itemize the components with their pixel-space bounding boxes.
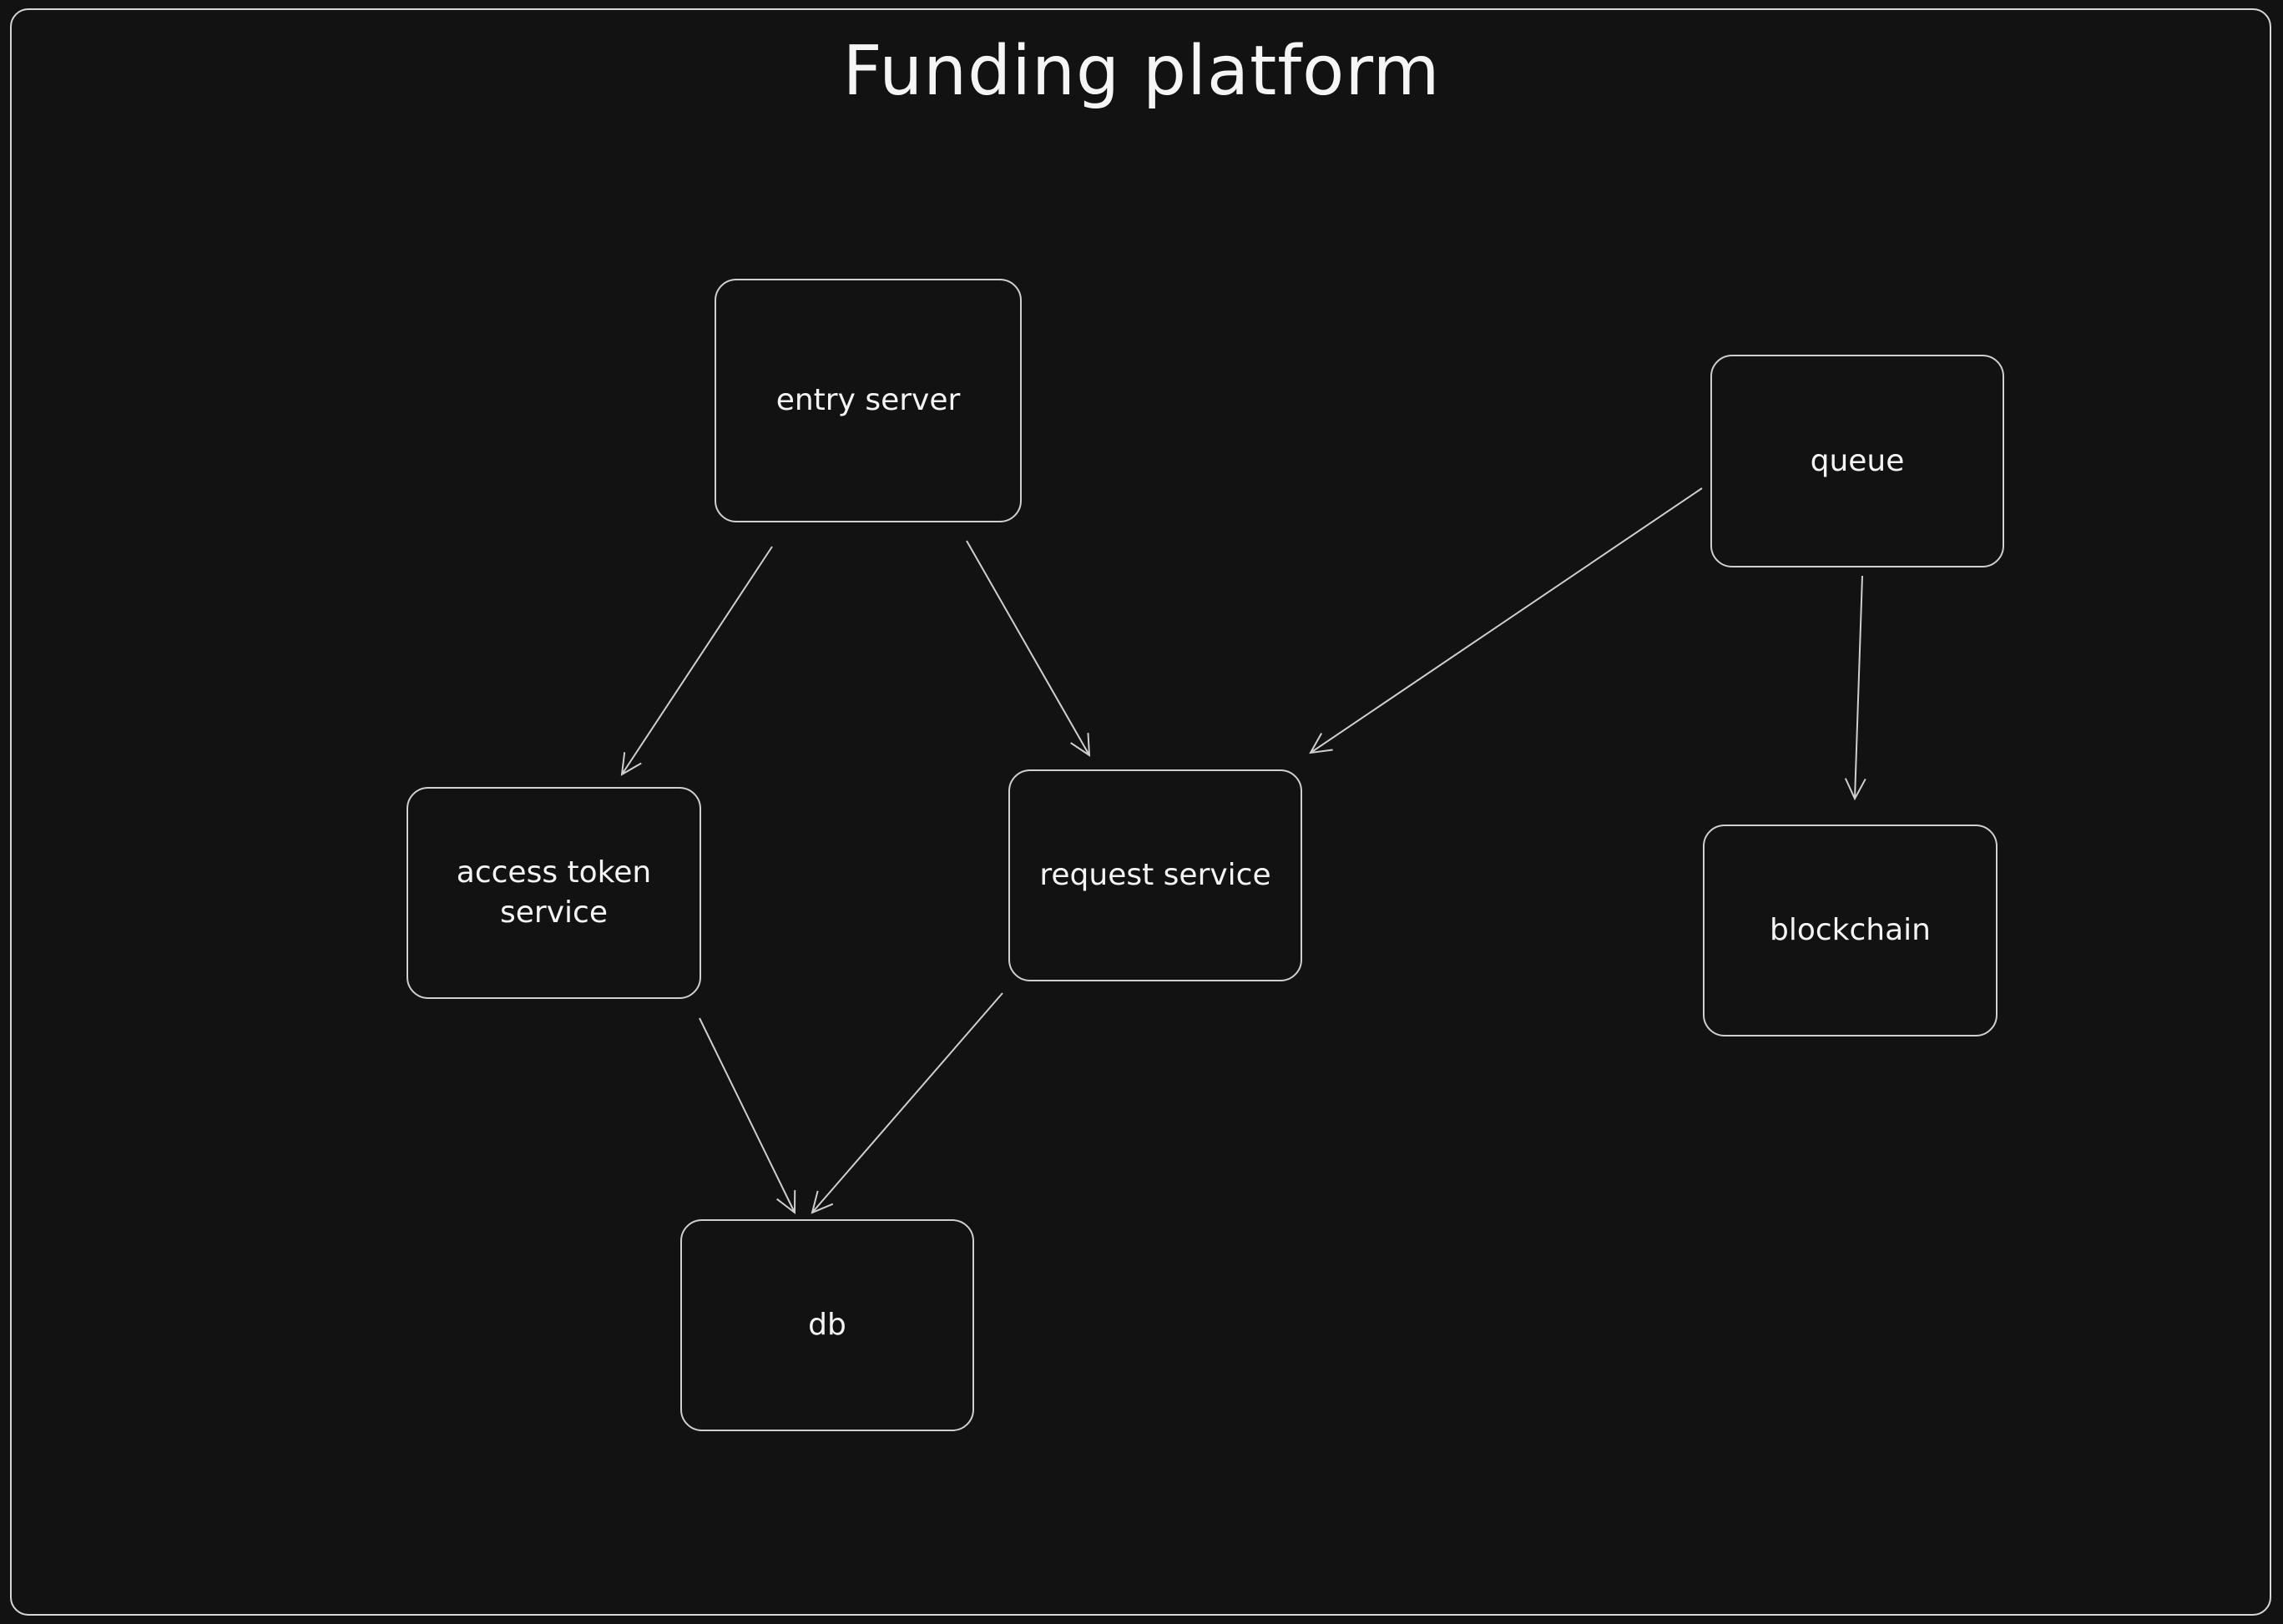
- edge-entry-server-to-access-token-service[interactable]: [622, 546, 773, 774]
- node-request-service[interactable]: request service: [1008, 769, 1302, 981]
- edge-request-service-to-db[interactable]: [812, 992, 1003, 1213]
- node-entry-server[interactable]: entry server: [715, 279, 1022, 522]
- node-request-service-label: request service: [1039, 858, 1271, 892]
- node-blockchain[interactable]: blockchain: [1703, 825, 1998, 1036]
- node-db[interactable]: db: [680, 1219, 974, 1431]
- node-queue-label: queue: [1810, 443, 1905, 478]
- edge-queue-to-request-service[interactable]: [1311, 487, 1703, 753]
- edge-entry-server-to-request-service[interactable]: [966, 540, 1089, 755]
- canvas-frame: [10, 8, 2271, 1616]
- node-entry-server-label: entry server: [775, 383, 961, 417]
- node-access-token-service-label: access token service: [456, 855, 652, 930]
- node-db-label: db: [808, 1308, 846, 1342]
- diagram-title: Funding platform: [842, 32, 1441, 111]
- edge-access-token-service-to-db[interactable]: [699, 1017, 795, 1213]
- node-access-token-service[interactable]: access token service: [407, 787, 701, 999]
- edge-queue-to-blockchain[interactable]: [1855, 575, 1862, 799]
- node-queue[interactable]: queue: [1710, 355, 2004, 567]
- node-blockchain-label: blockchain: [1769, 913, 1931, 947]
